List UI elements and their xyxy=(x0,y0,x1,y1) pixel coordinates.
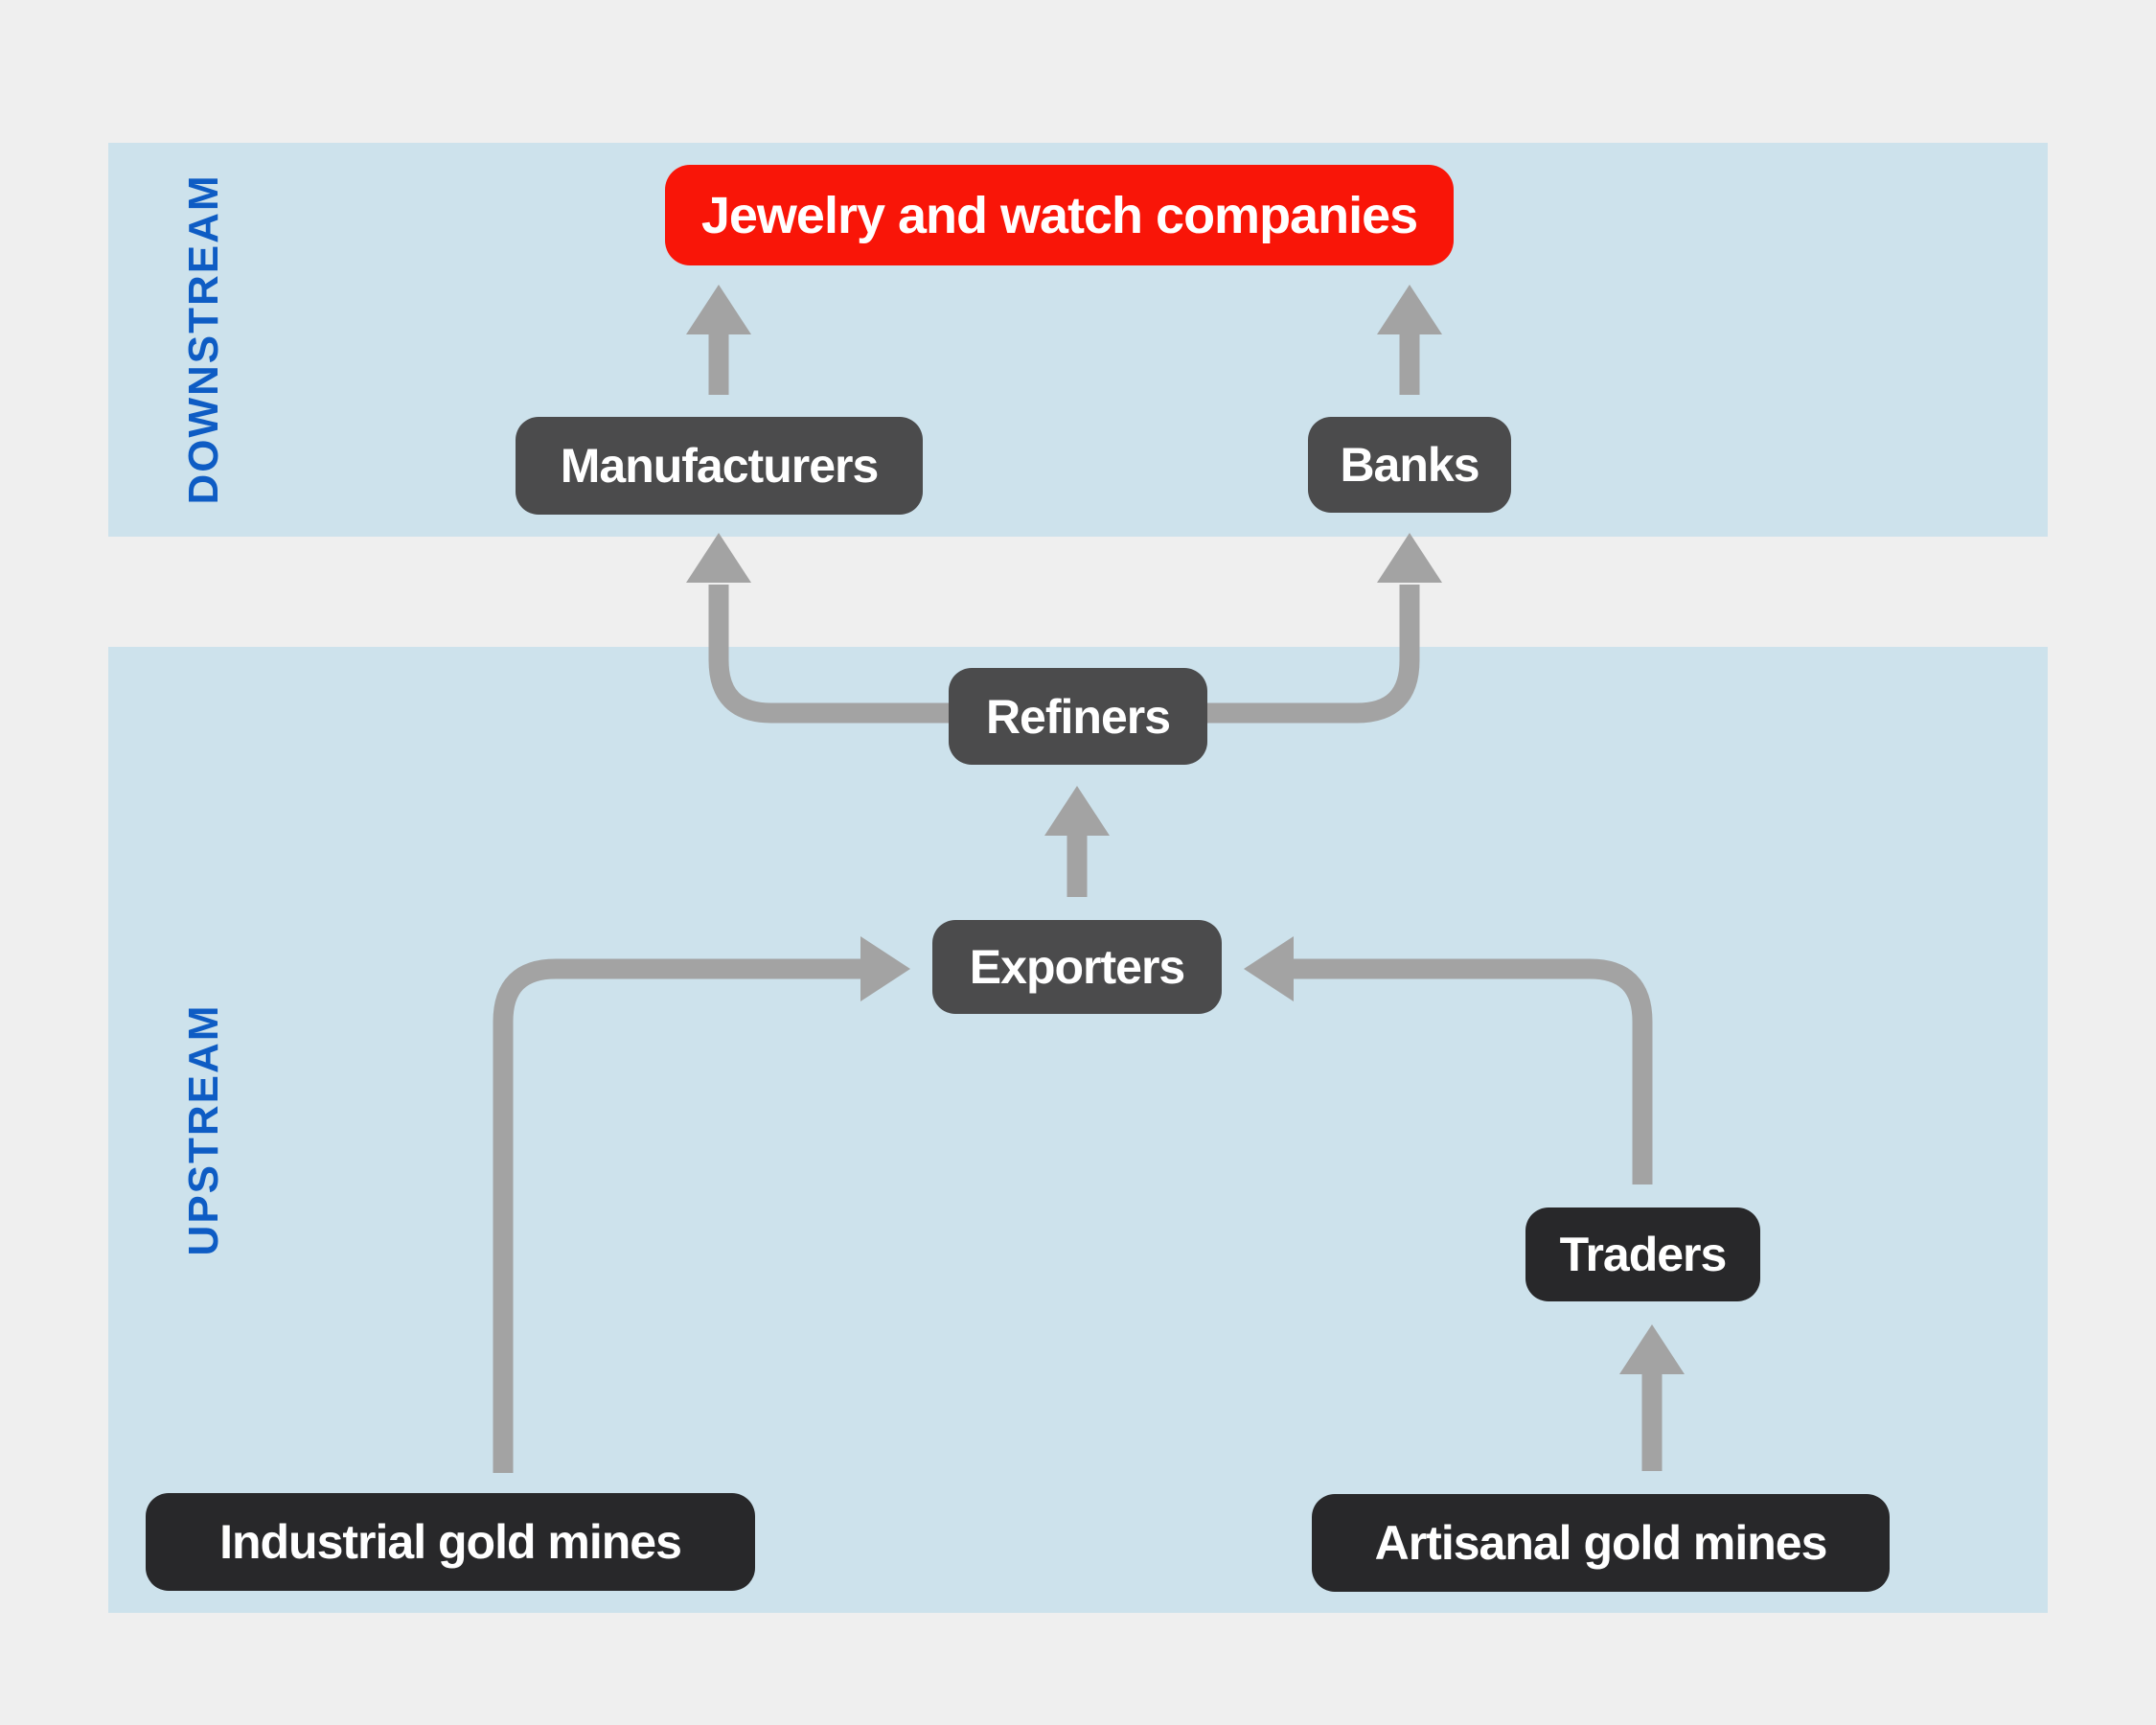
edge-artisanal-mines-to-traders xyxy=(1619,1324,1685,1471)
node-jewelry-and-watch-companies: Jewelry and watch companies xyxy=(665,165,1454,265)
edge-industrial-mines-to-exporters xyxy=(493,936,910,1473)
node-traders: Traders xyxy=(1525,1208,1760,1301)
node-exporters: Exporters xyxy=(932,920,1222,1014)
edge-refiners-to-manufacturers xyxy=(686,533,949,724)
edge-exporters-to-refiners xyxy=(1044,786,1110,897)
node-refiners: Refiners xyxy=(949,668,1207,765)
edge-traders-to-exporters xyxy=(1244,936,1653,1184)
node-banks: Banks xyxy=(1308,417,1511,513)
node-manufacturers: Manufacturers xyxy=(516,417,923,515)
edge-refiners-to-banks xyxy=(1207,533,1442,724)
node-industrial-gold-mines: Industrial gold mines xyxy=(146,1493,755,1591)
node-artisanal-gold-mines: Artisanal gold mines xyxy=(1312,1494,1890,1592)
edge-banks-to-jewelry xyxy=(1377,285,1442,395)
edge-manufacturers-to-jewelry xyxy=(686,285,751,395)
